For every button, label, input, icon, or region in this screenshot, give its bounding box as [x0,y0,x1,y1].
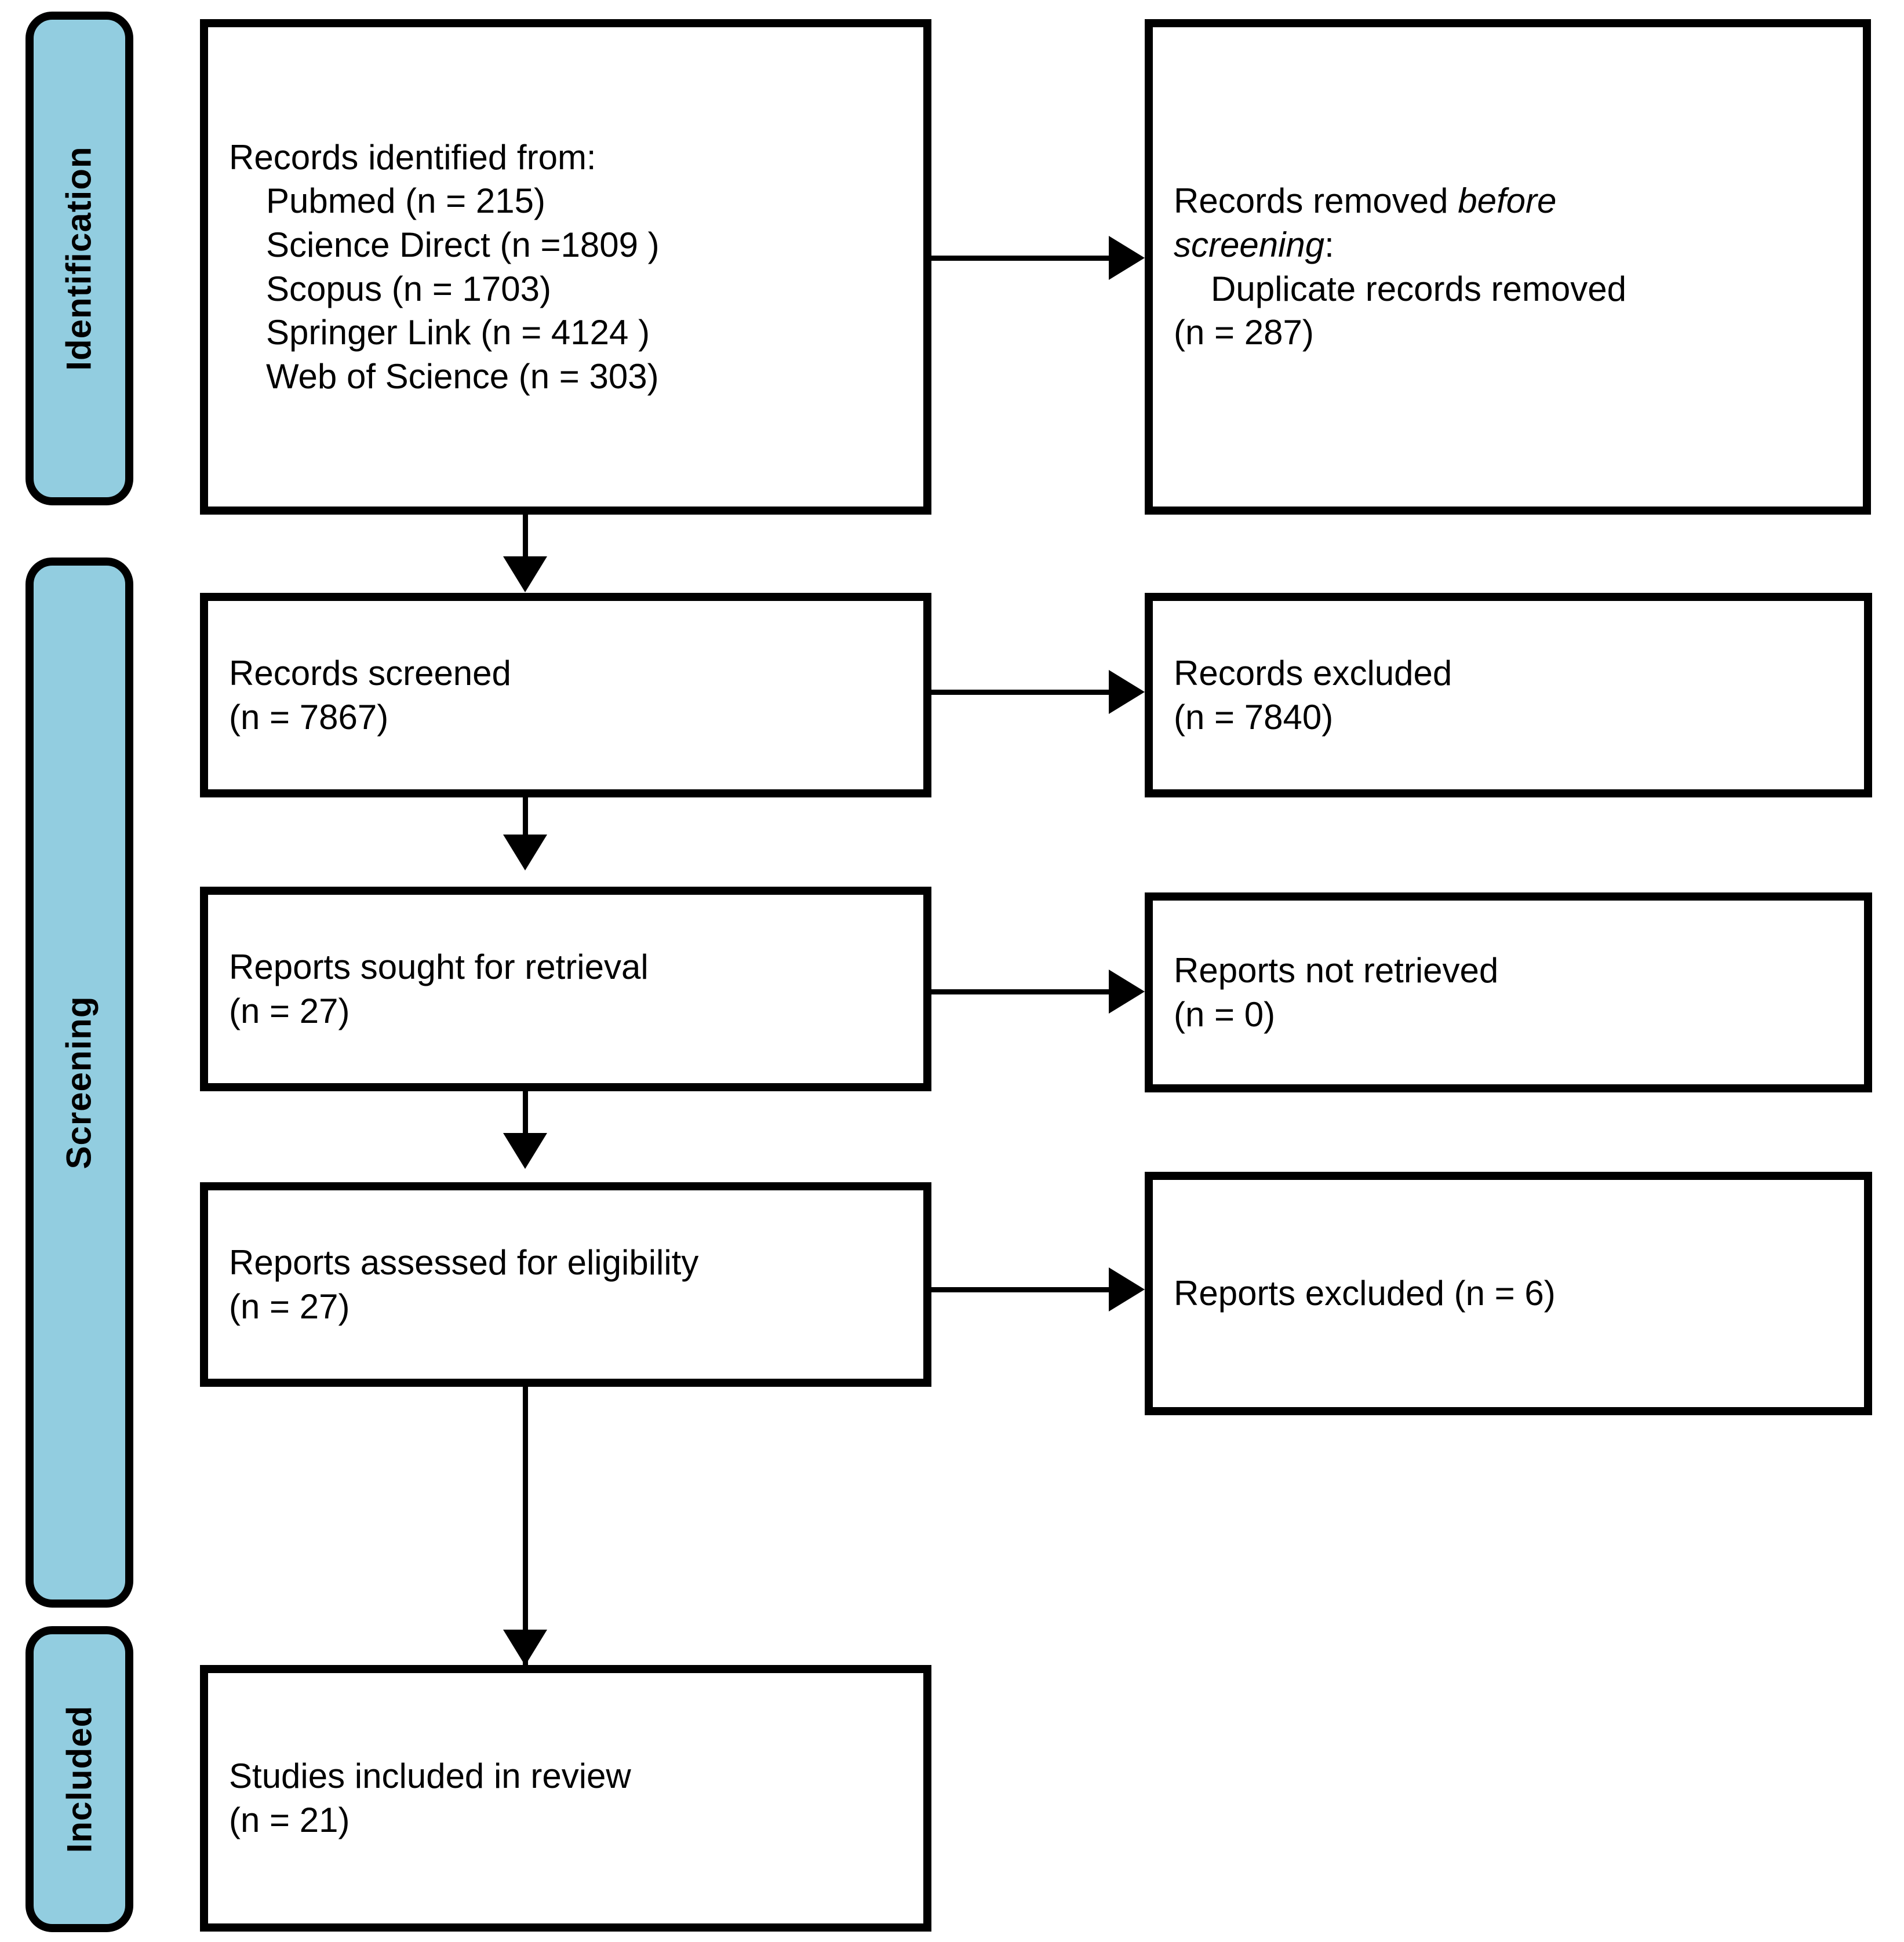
connector-sought-to-assessed [523,1091,528,1161]
reports-sought-count: (n = 27) [229,991,350,1030]
source-scopus: Scopus (n = 1703) [266,269,551,308]
records-excluded-count: (n = 7840) [1174,697,1334,737]
reports-sought-text: Reports sought for retrieval (n = 27) [208,945,923,1033]
stage-label-screening: Screening [60,996,99,1169]
arrowhead-screened-to-sought [503,835,547,870]
duplicate-records-removed-label: Duplicate records removed [1211,269,1626,308]
connector-assessed-to-excluded [931,1287,1117,1292]
studies-included-count: (n = 21) [229,1801,350,1839]
reports-sought-label: Reports sought for retrieval [229,947,649,986]
box-studies-included: Studies included in review (n = 21) [200,1665,931,1932]
source-springer-link: Springer Link (n = 4124 ) [266,313,650,352]
reports-assessed-text: Reports assessed for eligibility (n = 27… [208,1241,923,1328]
box-reports-excluded: Reports excluded (n = 6) [1145,1172,1872,1415]
source-pubmed: Pubmed (n = 215) [266,181,545,221]
arrowhead-assessed-to-excluded [1109,1267,1145,1311]
stage-pill-screening: Screening [26,558,133,1608]
source-web-of-science: Web of Science (n = 303) [266,356,659,396]
studies-included-text: Studies included in review (n = 21) [208,1754,923,1842]
records-screened-text: Records screened (n = 7867) [208,651,923,739]
studies-included-label: Studies included in review [229,1757,631,1796]
box-records-removed: Records removed before screening: Duplic… [1145,19,1871,515]
source-science-direct: Science Direct (n =1809 ) [266,225,660,264]
stage-label-included: Included [60,1705,99,1853]
connector-screened-to-sought [523,797,528,861]
stage-label-identification: Identification [60,146,99,371]
records-excluded-text: Records excluded (n = 7840) [1153,651,1864,739]
box-reports-not-retrieved: Reports not retrieved (n = 0) [1145,892,1872,1092]
records-removed-colon: : [1324,225,1334,264]
box-reports-assessed: Reports assessed for eligibility (n = 27… [200,1182,931,1387]
stage-pill-identification: Identification [26,12,133,505]
reports-excluded-label: Reports excluded (n = 6) [1174,1274,1556,1313]
records-removed-screening: screening [1174,225,1325,264]
reports-not-retrieved-count: (n = 0) [1174,994,1276,1034]
reports-assessed-label: Reports assessed for eligibility [229,1243,699,1282]
reports-assessed-count: (n = 27) [229,1287,350,1326]
records-removed-text: Records removed before screening: Duplic… [1153,179,1863,354]
arrowhead-sought-to-assessed [503,1133,547,1169]
records-removed-line1: Records removed [1174,181,1458,221]
connector-identified-to-screened [523,515,528,584]
box-reports-sought: Reports sought for retrieval (n = 27) [200,887,931,1091]
reports-excluded-text: Reports excluded (n = 6) [1153,1271,1864,1316]
connector-sought-to-not-retrieved [931,989,1117,994]
records-identified-heading: Records identified from: [229,137,596,177]
records-screened-label: Records screened [229,653,511,693]
arrowhead-sought-to-not-retrieved [1109,970,1145,1014]
records-screened-count: (n = 7867) [229,697,389,737]
arrowhead-assessed-to-included [503,1630,547,1666]
duplicate-records-removed-count: (n = 287) [1174,313,1314,352]
box-records-excluded: Records excluded (n = 7840) [1145,593,1872,797]
arrowhead-screened-to-excluded [1109,670,1145,714]
records-excluded-label: Records excluded [1174,653,1452,693]
connector-assessed-to-included [523,1387,528,1665]
box-records-screened: Records screened (n = 7867) [200,593,931,797]
connector-screened-to-excluded [931,690,1117,695]
connector-identified-to-removed [931,256,1117,261]
arrowhead-identified-to-screened [503,556,547,592]
arrowhead-identified-to-removed [1109,236,1145,280]
box-records-identified: Records identified from: Pubmed (n = 215… [200,19,931,515]
reports-not-retrieved-text: Reports not retrieved (n = 0) [1153,949,1864,1036]
reports-not-retrieved-label: Reports not retrieved [1174,950,1499,990]
records-identified-text: Records identified from: Pubmed (n = 215… [208,136,923,399]
records-removed-before: before [1458,181,1557,221]
stage-pill-included: Included [26,1626,133,1932]
